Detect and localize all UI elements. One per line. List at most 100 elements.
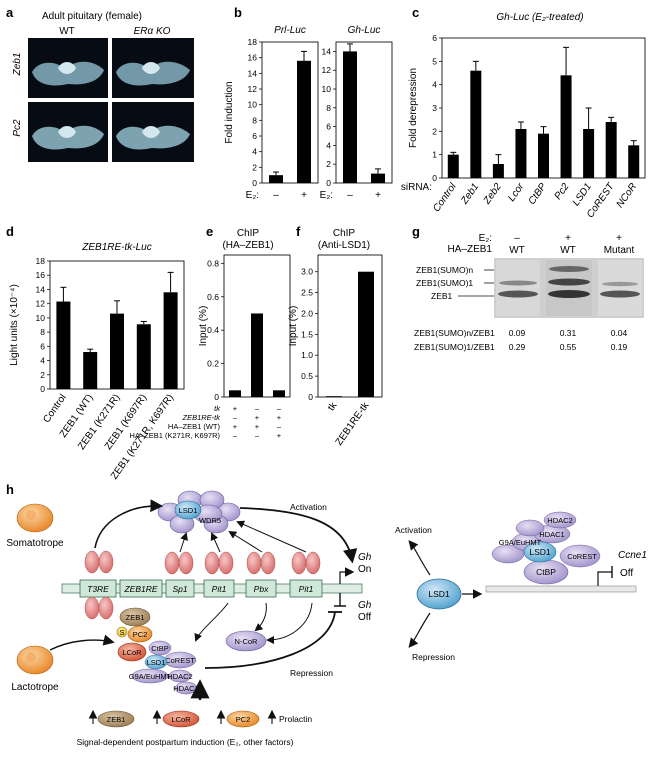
b1-cat-1: + bbox=[301, 190, 307, 201]
e-ytick-label-1: 0.2 bbox=[207, 359, 219, 369]
e-cond-3-0: – bbox=[233, 431, 238, 440]
e-cond-3-2: + bbox=[277, 431, 282, 440]
ccne1-off-label: Off bbox=[620, 568, 633, 579]
b1-cat-0: – bbox=[273, 190, 279, 201]
gh-on-gene: Gh bbox=[358, 552, 372, 563]
bottom-factor-lcor: LCoR bbox=[152, 709, 200, 728]
svg-text:Sp1: Sp1 bbox=[172, 584, 187, 594]
c-cat-1: Zeb1 bbox=[459, 181, 482, 207]
d-ytick-label-4: 8 bbox=[40, 327, 45, 337]
svg-text:Pit1: Pit1 bbox=[299, 584, 314, 594]
panel-a-label: a bbox=[6, 5, 14, 20]
gh-on-state: On bbox=[358, 564, 371, 575]
panel-g-ha-label: HA–ZEB1 bbox=[448, 244, 493, 255]
c-bar-7 bbox=[605, 122, 617, 178]
b1-bar-1 bbox=[297, 60, 311, 183]
gh-off-state: Off bbox=[358, 612, 371, 623]
e-cond-1-1: + bbox=[255, 413, 260, 422]
b1-ytick-label-8: 16 bbox=[248, 53, 258, 63]
ratio-row2-v2: 0.55 bbox=[560, 342, 577, 352]
band-label-zeb1: ZEB1 bbox=[431, 291, 453, 301]
d-ytick-label-5: 10 bbox=[36, 313, 46, 323]
b2-cat-0: – bbox=[347, 190, 353, 201]
band-lane3-sumo1 bbox=[602, 281, 638, 287]
dna-element-pit1-a: Pit1 bbox=[203, 579, 235, 598]
c-xlabel: siRNA: bbox=[401, 182, 432, 193]
ratio-row1-v1: 0.09 bbox=[509, 328, 526, 338]
e-cond-0-0: + bbox=[233, 404, 238, 413]
svg-text:ZEB1: ZEB1 bbox=[107, 715, 126, 724]
f-ytick-label-5: 2.5 bbox=[301, 288, 313, 298]
e-bar-0 bbox=[229, 390, 241, 397]
lane2-e2: + bbox=[565, 233, 571, 244]
hdac1-bottom-label: HDAC1 bbox=[173, 684, 198, 693]
e-cond-2-1: + bbox=[255, 422, 260, 431]
f-ytick-label-6: 3.0 bbox=[301, 267, 313, 277]
b2-ytick-label-7: 14 bbox=[322, 46, 332, 56]
c-ytick-label-3: 3 bbox=[432, 103, 437, 113]
d-bar-2 bbox=[110, 313, 124, 389]
lane1-e2: – bbox=[514, 233, 520, 244]
e-cond-1-0: – bbox=[233, 413, 238, 422]
c-title: Gh-Luc (E₂-treated) bbox=[496, 12, 583, 23]
corest-node-label: CoREST bbox=[165, 656, 195, 665]
panel-f-title: ChIP bbox=[333, 228, 356, 239]
b1-bar-0 bbox=[269, 175, 283, 183]
b1-ytick-label-6: 12 bbox=[248, 84, 258, 94]
c-bar-5 bbox=[560, 75, 572, 178]
right-repression-complex: HDAC2 HDAC1 G9A/EuHMT LSD1 CoREST CtBP bbox=[491, 511, 601, 585]
repression-label: Repression bbox=[290, 668, 333, 678]
c-ytick-label-2: 2 bbox=[432, 126, 437, 136]
c-ytick-label-1: 1 bbox=[432, 150, 437, 160]
somatotrope-label: Somatotrope bbox=[6, 538, 64, 549]
b2-ytick-label-0: 0 bbox=[326, 178, 331, 188]
b2-xlabel: E₂: bbox=[320, 190, 333, 201]
d-ytick-label-3: 6 bbox=[40, 341, 45, 351]
western-blot bbox=[494, 258, 644, 318]
panel-f-label: f bbox=[296, 224, 301, 239]
d-bar-4 bbox=[163, 292, 178, 389]
b1-ytick-label-3: 6 bbox=[252, 131, 257, 141]
b1-ytick-label-1: 2 bbox=[252, 162, 257, 172]
b2-ytick-label-6: 12 bbox=[322, 65, 332, 75]
ncor-node-label: N-CoR bbox=[235, 637, 259, 646]
c-bar-1 bbox=[470, 70, 482, 178]
band-lane2-sumo1 bbox=[548, 278, 590, 286]
d-bar-3 bbox=[136, 324, 151, 389]
d-ytick-label-1: 2 bbox=[40, 370, 45, 380]
dna-element-pbx: Pbx bbox=[245, 579, 277, 598]
activation-complex: LSD1 WDR5 bbox=[157, 490, 241, 534]
panel-b-label: b bbox=[234, 5, 242, 20]
e-bar-2 bbox=[273, 390, 285, 397]
svg-text:Prolactin: Prolactin bbox=[279, 714, 312, 724]
ratio-row1-label: ZEB1(SUMO)n/ZEB1 bbox=[414, 328, 495, 338]
svg-text:HDAC1: HDAC1 bbox=[539, 530, 564, 539]
panel-a-row-pc2: Pc2 bbox=[12, 119, 23, 137]
b1-ytick-label-0: 0 bbox=[252, 178, 257, 188]
ratio-row2-v3: 0.19 bbox=[611, 342, 628, 352]
e-ytick-label-0: 0 bbox=[214, 392, 219, 402]
b1-ytick-label-4: 8 bbox=[252, 115, 257, 125]
panel-c-label: c bbox=[412, 5, 419, 20]
c-bar-6 bbox=[583, 129, 595, 178]
svg-text:G9A/EuHMT: G9A/EuHMT bbox=[499, 538, 542, 547]
c-cat-3: Lcor bbox=[506, 181, 527, 204]
b2-cat-1: + bbox=[375, 190, 381, 201]
e-ytick-label-2: 0.4 bbox=[207, 325, 219, 335]
panel-a-col-wt: WT bbox=[59, 26, 75, 37]
panel-a-row-zeb1: Zeb1 bbox=[12, 53, 23, 77]
d-ylabel: Light units (×10⁻⁴) bbox=[9, 284, 20, 366]
b2-ytick-label-1: 2 bbox=[326, 159, 331, 169]
e-ytick-label-4: 0.8 bbox=[207, 258, 219, 268]
tss-block-off bbox=[334, 593, 346, 607]
c-bar-8 bbox=[628, 145, 640, 178]
lactotrope-label: Lactotrope bbox=[11, 682, 59, 693]
c-bar-4 bbox=[538, 133, 549, 178]
b1-ytick-label-5: 10 bbox=[248, 100, 258, 110]
panel-e-label: e bbox=[206, 224, 213, 239]
d-ytick-label-8: 16 bbox=[36, 270, 46, 280]
band-lane2-zeb1 bbox=[548, 290, 590, 298]
bottom-factor-prolactin: Prolactin bbox=[267, 709, 312, 724]
